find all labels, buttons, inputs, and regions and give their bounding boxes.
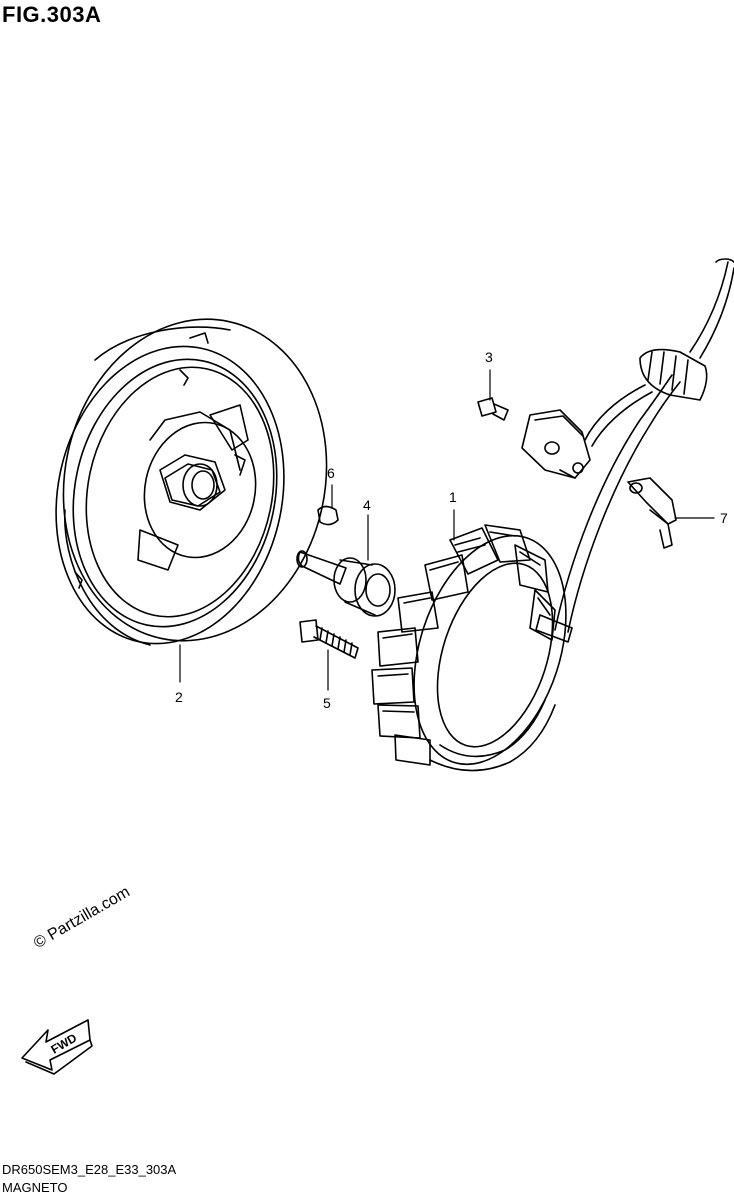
callout-5: 5 [323, 695, 331, 711]
callout-6: 6 [327, 465, 335, 481]
callout-3: 3 [485, 349, 493, 365]
callout-4: 4 [363, 497, 371, 513]
key-drawing [317, 505, 339, 526]
wire-harness-drawing [554, 258, 734, 633]
stator-drawing [371, 524, 573, 772]
callout-7: 7 [720, 510, 728, 526]
screw-3-drawing [477, 397, 509, 421]
figure-name: MAGNETO [2, 1180, 68, 1195]
clamp-drawing [627, 477, 677, 549]
callout-1: 1 [449, 489, 457, 505]
leader-lines [179, 369, 715, 691]
figure-title: FIG.303A [2, 2, 102, 27]
pickup-sensor-drawing [521, 409, 591, 479]
rotor-drawing [55, 318, 328, 646]
callout-2: 2 [175, 689, 183, 705]
figure-code: DR650SEM3_E28_E33_303A [2, 1162, 177, 1177]
bolt-drawing [296, 550, 396, 617]
fwd-arrow [21, 1019, 93, 1075]
screw-5-drawing [299, 619, 359, 659]
